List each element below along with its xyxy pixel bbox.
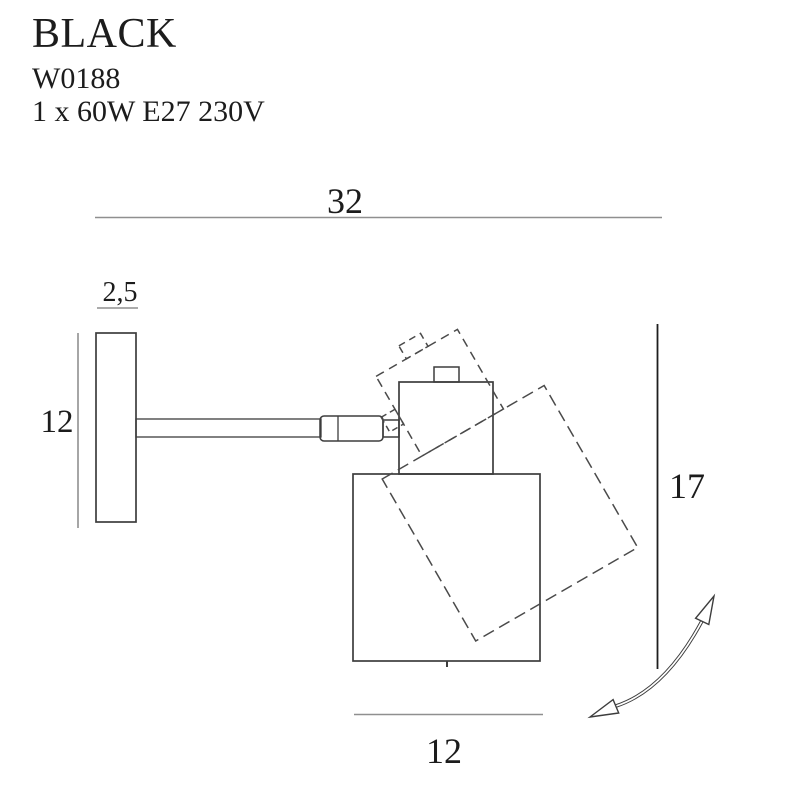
arm-shaft (135, 418, 322, 438)
rotation-arrowhead-bottom (587, 698, 620, 719)
lamp-body-tab-rotated (397, 332, 430, 360)
rotation-arrow-icon (587, 593, 716, 719)
lamp-body (398, 381, 494, 475)
dim-label-shade-width: 12 (426, 731, 462, 771)
product-spec: 1 x 60W E27 230V (32, 95, 265, 128)
lamp-shade (352, 473, 541, 662)
lamp-solid-outline (95, 332, 541, 667)
dim-label-plate-depth: 2,5 (102, 277, 138, 308)
arm-sleeve (319, 415, 384, 442)
lamp-body-tab (433, 366, 460, 383)
product-name: BLACK (32, 11, 177, 57)
dimension-lines (77, 216, 662, 716)
product-code: W0188 (32, 62, 121, 95)
dim-label-plate-height: 12 (40, 404, 74, 440)
joint-knuckle-rotated (380, 408, 405, 434)
lamp-rotated-dashed-outline (375, 328, 639, 643)
rotation-arrowhead-top (694, 593, 716, 626)
wall-plate (95, 332, 137, 523)
lamp-shade-rotated (381, 384, 639, 643)
dim-label-total-height: 17 (669, 466, 705, 506)
dim-label-total-width: 32 (327, 181, 363, 221)
